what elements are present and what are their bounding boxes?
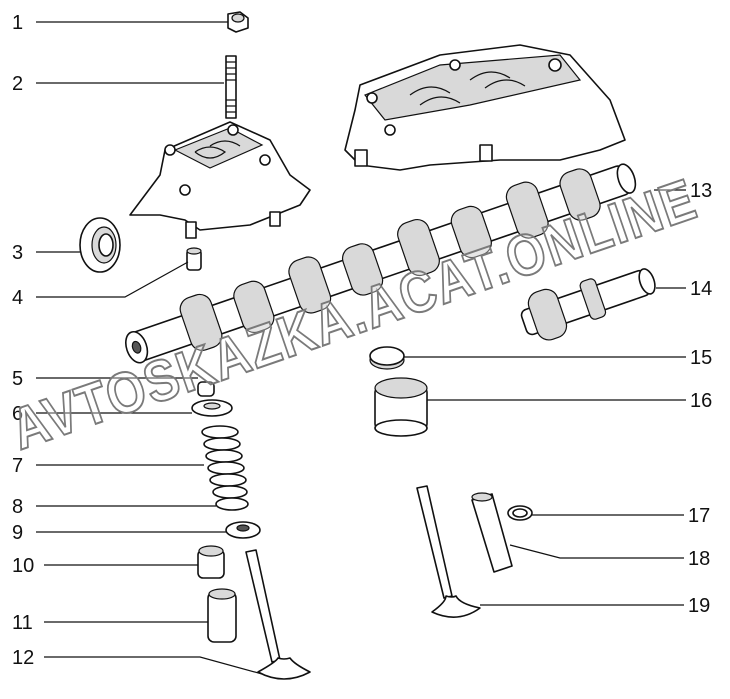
leader-lines (36, 21, 686, 675)
callout-11: 11 (12, 612, 33, 634)
callout-3: 3 (12, 242, 23, 264)
callout-8: 8 (12, 496, 23, 518)
callout-18: 18 (688, 548, 710, 570)
part-1-nut (227, 11, 249, 33)
camshaft-housing-large (344, 44, 626, 171)
part-13-camshaft (125, 163, 637, 364)
part-17-o-ring (507, 505, 533, 521)
callout-9: 9 (12, 522, 23, 544)
callout-16: 16 (690, 390, 712, 412)
part-2-stud (225, 55, 237, 119)
callout-4: 4 (12, 287, 23, 309)
callout-15: 15 (690, 347, 712, 369)
part-3-oil-seal (79, 217, 121, 273)
part-16-tappet (374, 377, 428, 437)
part-15-shim (369, 346, 405, 370)
part-5-valve-collets (197, 381, 215, 397)
callout-13: 13 (690, 180, 712, 202)
part-12-valve (245, 549, 311, 680)
callout-10: 10 (12, 555, 34, 577)
part-10-valve-stem-seal (197, 545, 225, 579)
part-14-camshaft-end (520, 268, 656, 341)
callout-5: 5 (12, 368, 23, 390)
part-6-spring-retainer (191, 399, 233, 417)
part-19-valve (416, 485, 481, 618)
part-7-8-valve-springs (201, 425, 249, 511)
camshaft-housing-small (129, 121, 311, 239)
callout-6: 6 (12, 403, 23, 425)
callout-17: 17 (688, 505, 710, 527)
part-11-valve-guide (207, 588, 237, 643)
part-9-spring-seat (225, 521, 261, 539)
callout-2: 2 (12, 73, 23, 95)
callout-labels-left: 1 2 3 4 5 6 7 8 9 10 11 12 (12, 12, 34, 669)
callout-14: 14 (690, 278, 712, 300)
callout-1: 1 (12, 12, 23, 34)
part-4-dowel (186, 247, 202, 271)
part-18-valve-guide (471, 492, 513, 573)
callout-19: 19 (688, 595, 710, 617)
callout-12: 12 (12, 647, 34, 669)
callout-7: 7 (12, 455, 23, 477)
callout-labels-right: 13 14 15 16 17 18 19 (688, 180, 712, 617)
